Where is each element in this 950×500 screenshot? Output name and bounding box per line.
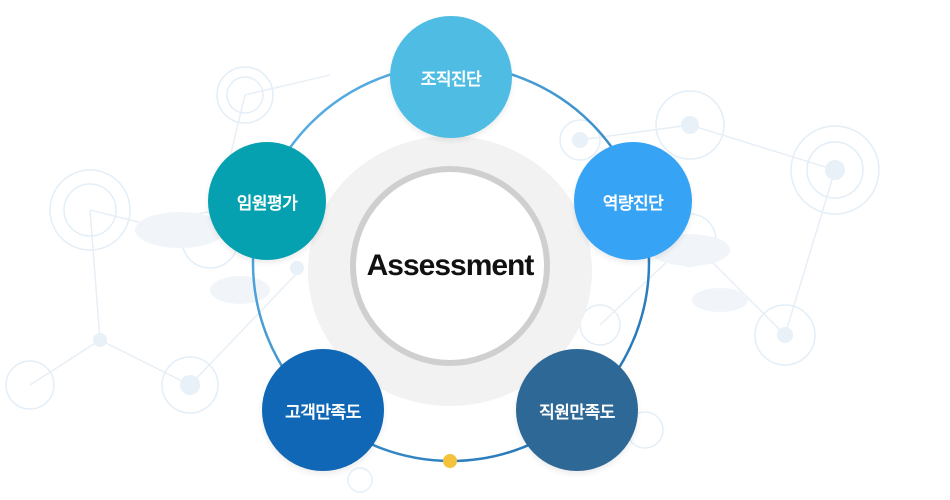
node-label: 직원만족도	[539, 402, 615, 423]
ring-dot	[443, 454, 457, 468]
node-employee-satisfaction[interactable]: 직원만족도	[516, 349, 638, 471]
node-executive-evaluation[interactable]: 임원평가	[208, 142, 326, 260]
center-label: Assessment	[366, 249, 535, 282]
node-label: 역량진단	[602, 193, 664, 214]
node-customer-satisfaction[interactable]: 고객만족도	[262, 349, 384, 471]
node-organization-diagnosis[interactable]: 조직진단	[390, 16, 512, 138]
node-competency-diagnosis[interactable]: 역량진단	[574, 142, 692, 260]
node-label: 조직진단	[420, 69, 482, 90]
node-label: 고객만족도	[285, 402, 361, 423]
node-label: 임원평가	[236, 193, 298, 214]
center-circle: Assessment	[350, 166, 550, 366]
